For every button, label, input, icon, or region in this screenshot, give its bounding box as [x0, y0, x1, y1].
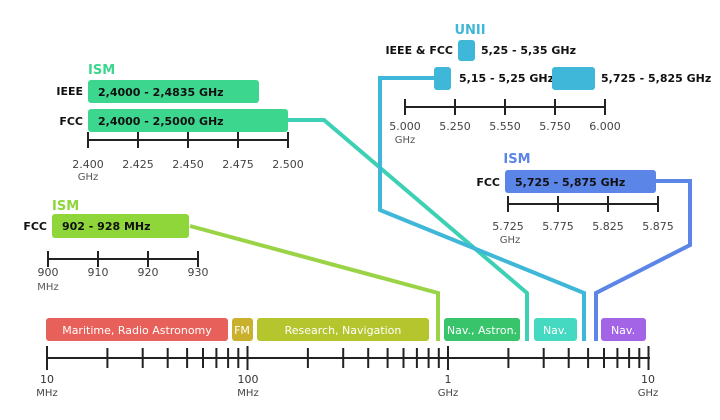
connector-ism-900 — [189, 224, 440, 341]
ism-2400-fcc-range: 2,4000 - 2,5000 GHz — [98, 115, 224, 128]
service-band-research-label: Research, Navigation — [285, 324, 402, 337]
connector-ism-24 — [288, 118, 529, 341]
service-band-nav-1-label: Nav. — [543, 324, 567, 337]
ism-5800-fcc-bar — [505, 170, 656, 193]
ism-5800-tick-label: 5.725 — [492, 220, 524, 233]
unii-tick-label: 5.250 — [439, 120, 471, 133]
ism-900-tick-label: 910 — [88, 266, 109, 279]
main-axis-unit-10mhz: MHz — [36, 388, 57, 399]
unii-tick-label: 5.750 — [539, 120, 571, 133]
service-band-nav-astron — [444, 318, 520, 341]
service-bands: Maritime, Radio Astronomy FM Research, N… — [46, 318, 646, 341]
ism-900-tick-label: 900 — [38, 266, 59, 279]
ism-5800-tick-label: 5.775 — [542, 220, 574, 233]
unii-band-upper — [458, 40, 475, 61]
connector-ism-58 — [594, 179, 692, 341]
service-band-nav-2 — [601, 318, 646, 341]
ism-2400-tick-label: 2.500 — [272, 158, 304, 171]
service-band-fm-label: FM — [234, 324, 250, 337]
ism-2400-fcc-label: FCC — [59, 115, 83, 128]
unii-tick-label: 5.000 — [389, 120, 421, 133]
ism-2400-tick-label: 2.450 — [172, 158, 204, 171]
connectors — [189, 76, 692, 341]
ism-2400-ieee-range: 2,4000 - 2,4835 GHz — [98, 86, 224, 99]
ism-2400-tick-label: 2.425 — [122, 158, 154, 171]
ism-5800-fcc-label: FCC — [476, 176, 500, 189]
main-log-axis: 10 MHz 100 MHz 1 GHz 10 GHz — [36, 346, 658, 399]
ism-900-group: ISM FCC 902 - 928 MHz 900 910 920 930 MHz — [23, 199, 208, 293]
unii-group: UNII IEEE & FCC 5,25 - 5,35 GHz 5,15 - 5… — [385, 23, 711, 146]
connector-unii — [378, 76, 586, 341]
ism-2400-group: ISM IEEE 2,4000 - 2,4835 GHz FCC 2,4000 … — [56, 63, 303, 183]
ism-2400-ieee-bar — [88, 80, 259, 103]
unii-title: UNII — [454, 23, 485, 38]
unii-band-high-range: 5,725 - 5,825 GHz — [601, 72, 711, 85]
ism-5800-tick-label: 5.875 — [642, 220, 674, 233]
ism-5800-title: ISM — [503, 152, 530, 167]
ism-2400-title: ISM — [88, 63, 115, 78]
ism-2400-ieee-label: IEEE — [56, 85, 83, 98]
ism-900-unit: MHz — [37, 282, 58, 293]
ism-900-tick-label: 920 — [138, 266, 159, 279]
unii-row-label: IEEE & FCC — [385, 44, 453, 57]
ism-900-title: ISM — [52, 199, 79, 214]
main-axis-unit-10ghz: GHz — [638, 388, 659, 399]
service-band-nav-1 — [534, 318, 577, 341]
ism-900-fcc-range: 902 - 928 MHz — [62, 220, 151, 233]
service-band-research — [257, 318, 429, 341]
main-axis-label-10ghz: 10 — [641, 373, 655, 386]
ism-2400-fcc-bar — [88, 109, 288, 132]
unii-band-high — [552, 67, 595, 90]
main-axis-unit-100mhz: MHz — [237, 388, 258, 399]
service-band-fm — [232, 318, 253, 341]
unii-tick-label: 6.000 — [589, 120, 621, 133]
service-band-nav-2-label: Nav. — [611, 324, 635, 337]
main-axis-label-10mhz: 10 — [40, 373, 54, 386]
main-axis-label-1ghz: 1 — [445, 373, 452, 386]
ism-2400-unit: GHz — [78, 172, 99, 183]
unii-band-lower-range: 5,15 - 5,25 GHz — [459, 72, 554, 85]
unii-band-upper-range: 5,25 - 5,35 GHz — [481, 44, 576, 57]
ism-5800-unit: GHz — [500, 235, 521, 246]
main-axis-unit-1ghz: GHz — [438, 388, 459, 399]
service-band-nav-astron-label: Nav., Astron. — [447, 324, 517, 337]
service-band-maritime — [46, 318, 228, 341]
unii-unit: GHz — [395, 135, 416, 146]
ism-5800-group: ISM FCC 5,725 - 5,875 GHz 5.725 5.775 5.82… — [476, 152, 673, 246]
ism-2400-tick-label: 2.400 — [72, 158, 104, 171]
ism-900-fcc-label: FCC — [23, 220, 47, 233]
service-band-maritime-label: Maritime, Radio Astronomy — [62, 324, 212, 337]
main-axis-label-100mhz: 100 — [238, 373, 259, 386]
ism-900-fcc-bar — [52, 214, 189, 238]
unii-band-lower — [434, 67, 451, 90]
ism-2400-tick-label: 2.475 — [222, 158, 254, 171]
ism-5800-tick-label: 5.825 — [592, 220, 624, 233]
ism-5800-fcc-range: 5,725 - 5,875 GHz — [515, 176, 625, 189]
ism-900-tick-label: 930 — [188, 266, 209, 279]
unii-tick-label: 5.550 — [489, 120, 521, 133]
